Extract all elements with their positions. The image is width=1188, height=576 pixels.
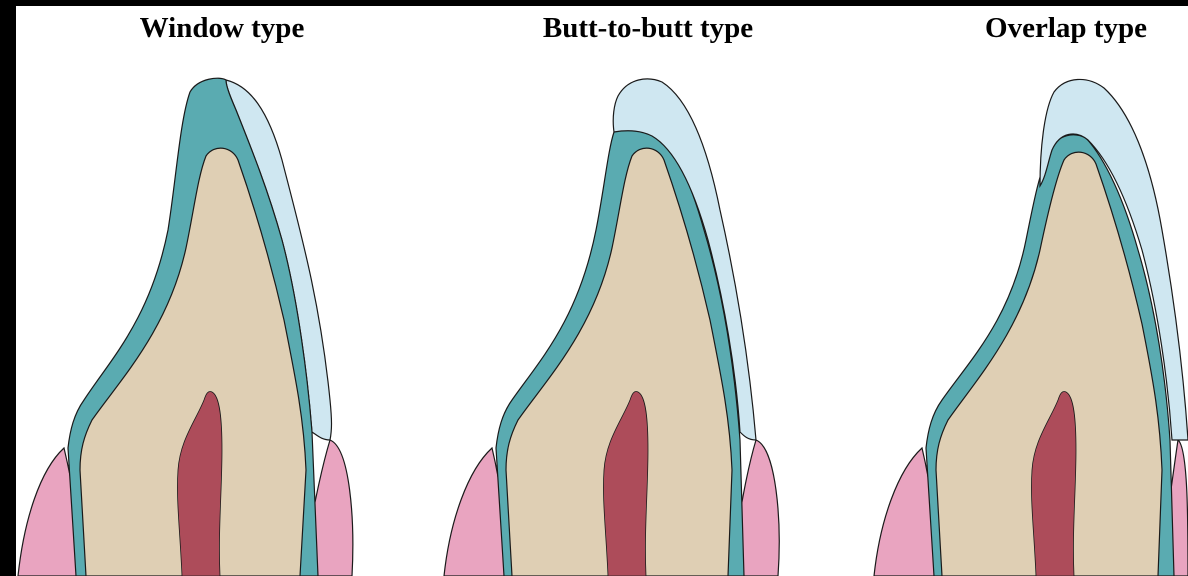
tooth-butt-to-butt-type [444,79,779,576]
panel-title-butt-to-butt-type: Butt-to-butt type [508,10,788,46]
frame-top-border [0,0,1188,6]
panel-title-overlap-type: Overlap type [950,10,1182,46]
tooth-overlap-type [874,79,1188,576]
tooth-window-type [18,78,353,576]
panel-title-window-type: Window type [82,10,362,46]
frame-left-border [0,0,16,576]
